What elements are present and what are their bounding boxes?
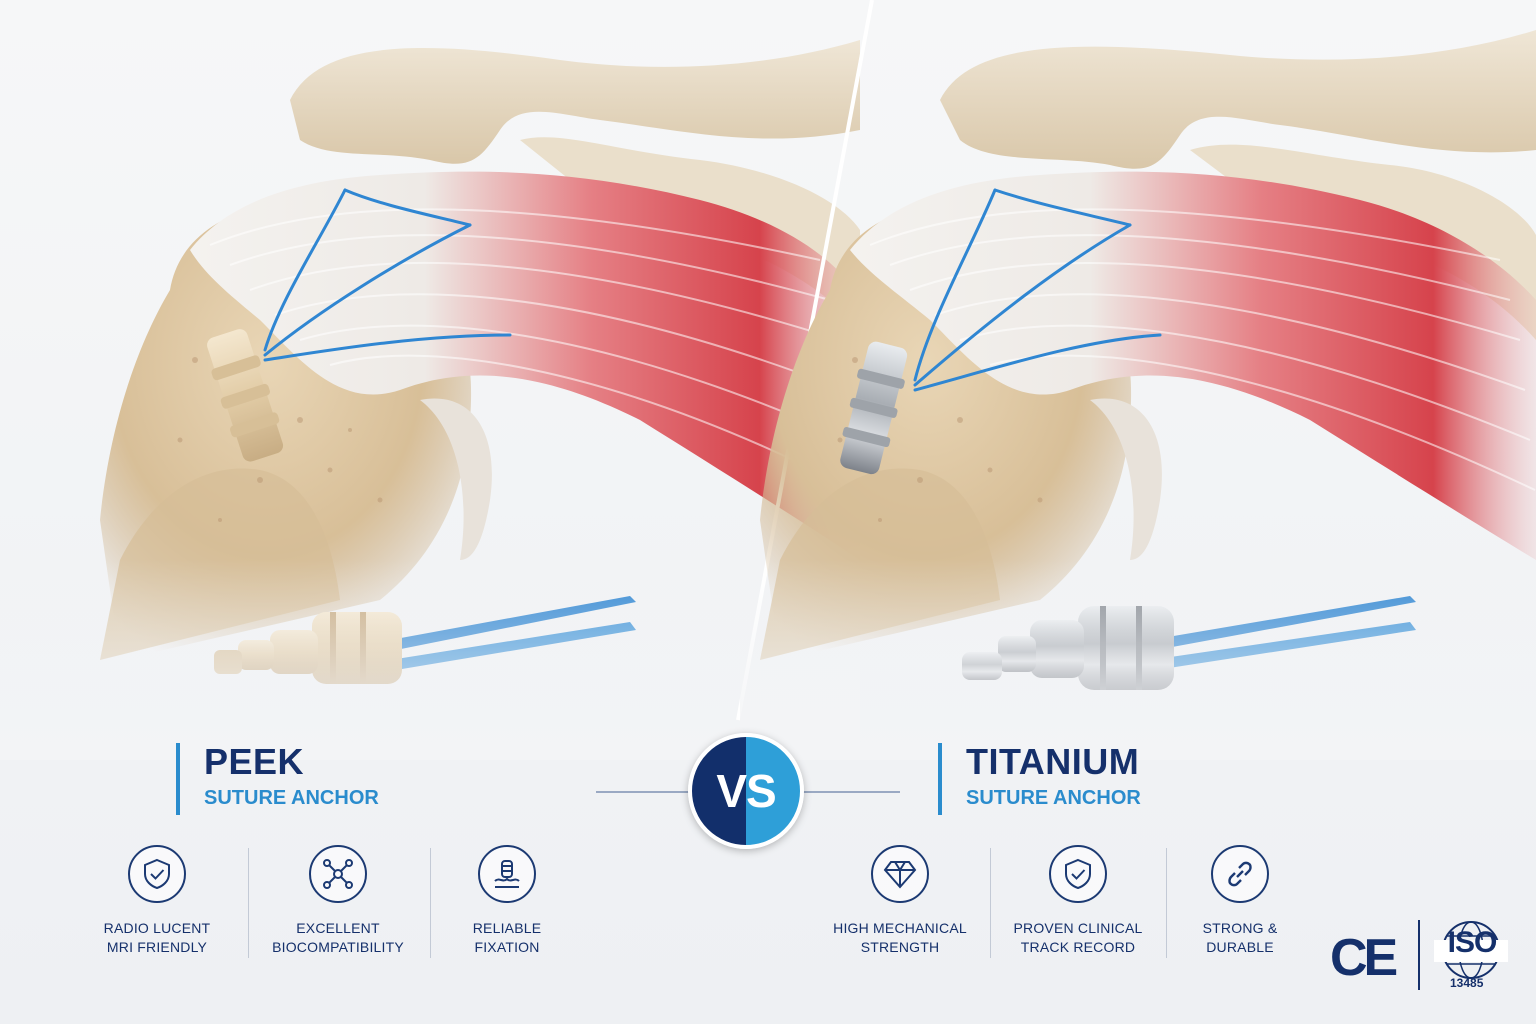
diamond-icon — [871, 845, 929, 903]
titanium-subtitle: SUTURE ANCHOR — [966, 787, 1141, 809]
feature-track-record: PROVEN CLINICAL TRACK RECORD — [988, 845, 1168, 957]
feature-divider — [1166, 848, 1167, 958]
peek-subtitle: SUTURE ANCHOR — [204, 787, 379, 809]
titanium-title: TITANIUM — [966, 741, 1140, 782]
feature-label: RADIO LUCENT MRI FRIENDLY — [103, 920, 211, 955]
vs-line-right — [802, 791, 900, 793]
titanium-heading: TITANIUM SUTURE ANCHOR — [938, 743, 1141, 815]
ce-mark: CE — [1330, 929, 1398, 987]
peek-title: PEEK — [204, 741, 305, 782]
feature-durable: STRONG & DURABLE — [1150, 845, 1330, 957]
iso-number: 13485 — [1450, 976, 1484, 990]
feature-label: STRONG & DURABLE — [1202, 920, 1278, 955]
iso-mark: ISO — [1447, 926, 1498, 959]
molecule-icon — [309, 845, 367, 903]
feature-divider — [430, 848, 431, 958]
right-anatomy — [740, 30, 1536, 760]
feature-strength: HIGH MECHANICAL STRENGTH — [810, 845, 990, 957]
feature-label: RELIABLE FIXATION — [472, 920, 542, 955]
left-anatomy — [0, 40, 860, 760]
vs-badge: VS — [688, 733, 804, 849]
feature-fixation: RELIABLE FIXATION — [417, 845, 597, 957]
feature-biocompatibility: EXCELLENT BIOCOMPATIBILITY — [248, 845, 428, 957]
anchor-fixation-icon — [478, 845, 536, 903]
feature-divider — [990, 848, 991, 958]
shield-check-icon — [128, 845, 186, 903]
feature-label: HIGH MECHANICAL STRENGTH — [833, 920, 967, 955]
cert-divider — [1418, 920, 1420, 990]
feature-label: PROVEN CLINICAL TRACK RECORD — [1013, 920, 1143, 955]
peek-heading: PEEK SUTURE ANCHOR — [176, 743, 379, 815]
feature-divider — [248, 848, 249, 958]
shield-check-icon — [1049, 845, 1107, 903]
vs-line-left — [596, 791, 691, 793]
iso-globe-icon — [1434, 921, 1508, 979]
feature-label: EXCELLENT BIOCOMPATIBILITY — [272, 920, 404, 955]
chain-link-icon — [1211, 845, 1269, 903]
feature-radiolucent: RADIO LUCENT MRI FRIENDLY — [67, 845, 247, 957]
